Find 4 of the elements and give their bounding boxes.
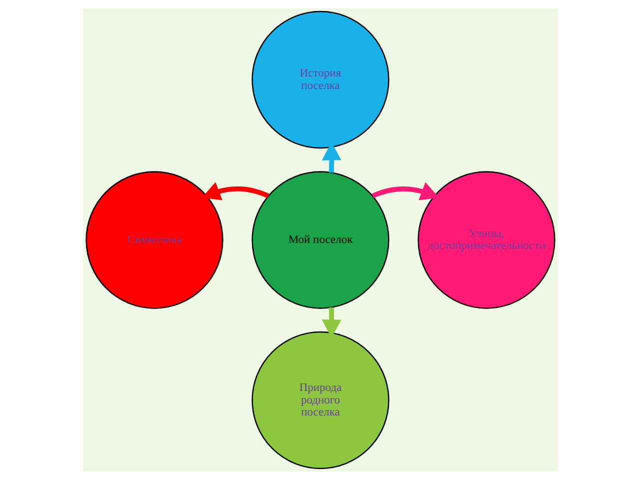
node-circle: Природа родного поселка xyxy=(251,331,389,470)
arrow xyxy=(371,182,439,200)
node-circle: Мой поселок xyxy=(251,171,389,309)
node-circle: История поселка xyxy=(251,10,389,149)
